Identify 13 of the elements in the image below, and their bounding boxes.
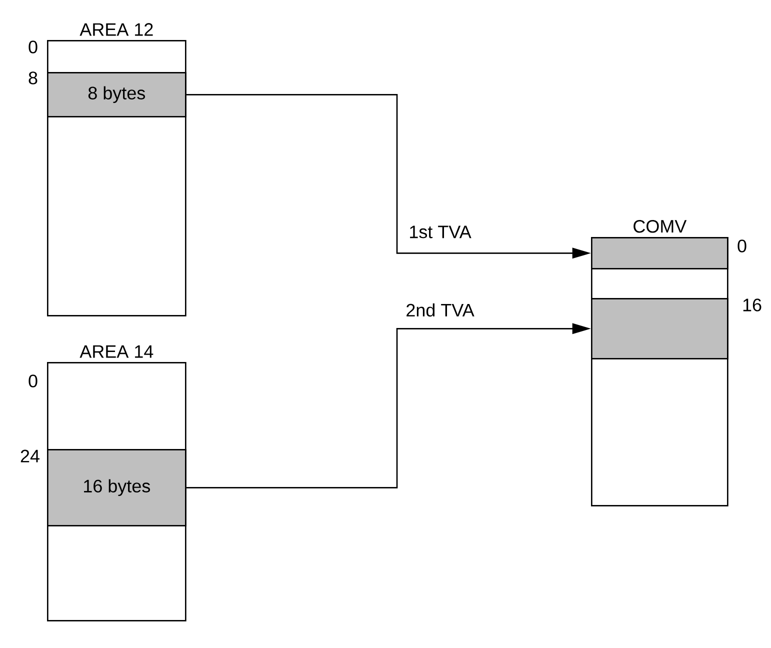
memory-segment-bar (591, 237, 728, 270)
offset-label: 0 (28, 40, 38, 54)
memory-segment-bar: 16 bytes (47, 449, 186, 526)
edge-label: 2nd TVA (406, 303, 474, 317)
offset-label: 0 (28, 374, 38, 388)
offset-label: 0 (738, 240, 746, 252)
node-label: AREA 14 (80, 345, 154, 358)
offset-label: 16 (743, 298, 762, 312)
memory-segment-bar: 8 bytes (47, 72, 186, 118)
node-label: AREA 12 (80, 23, 153, 36)
edge-label: 1st TVA (410, 226, 472, 238)
node-label: COMV (634, 220, 687, 233)
memory-segment-bar (591, 298, 728, 360)
